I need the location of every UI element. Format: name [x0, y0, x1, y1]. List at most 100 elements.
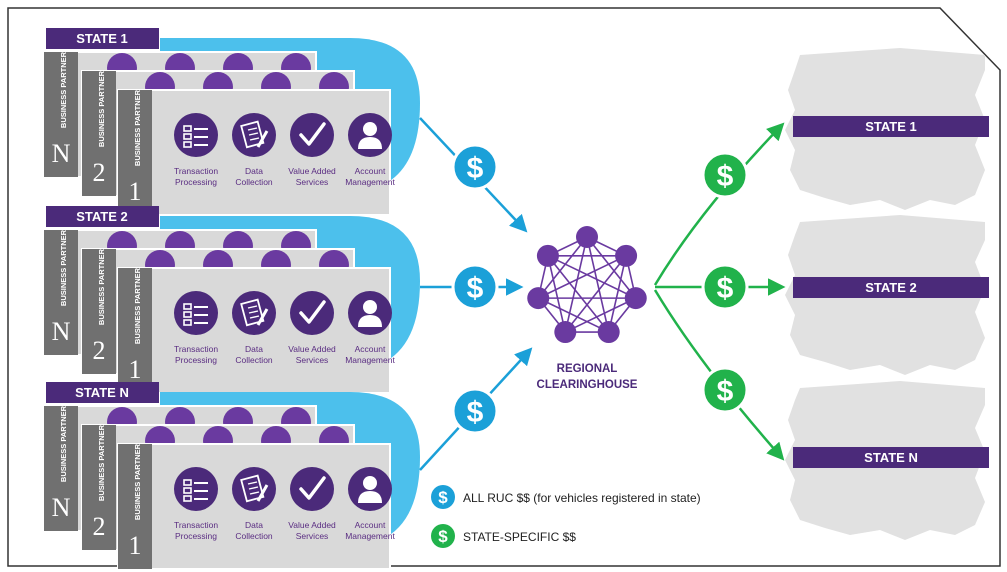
transaction-processing-icon — [174, 467, 218, 511]
blue-dollar-coins: $ $ $ — [451, 143, 499, 435]
dollar-symbol: $ — [717, 272, 734, 305]
service-label-line2: Processing — [175, 177, 217, 187]
left-state-label: STATE 2 — [76, 209, 128, 224]
left-state-label: STATE N — [75, 385, 129, 400]
service-label-line1: Transaction — [174, 166, 218, 176]
service-label-line2: Collection — [235, 177, 273, 187]
hub-node — [624, 287, 647, 310]
left-state-banner — [46, 28, 159, 49]
service-label-line1: Value Added — [288, 344, 336, 354]
hub-connection — [547, 255, 610, 333]
hub-connection — [547, 255, 637, 299]
value-added-services-icon — [290, 467, 334, 511]
partner-card-tab — [82, 71, 116, 196]
dollar-symbol: $ — [438, 488, 448, 507]
partner-number: N — [52, 139, 71, 168]
right-state-label: STATE 1 — [865, 119, 917, 134]
service-label-line2: Management — [345, 177, 395, 187]
state-group: STATE N BUSINESS PARTNER N BUSINESS PARTNER… — [43, 382, 420, 570]
partner-label: BUSINESS PARTNER — [59, 51, 68, 128]
service-label-line2: Services — [296, 531, 329, 541]
service-label-line2: Processing — [175, 355, 217, 365]
partner-number: 1 — [129, 355, 142, 384]
hub-node — [536, 244, 559, 267]
blue-dollar-icon: $ — [451, 387, 499, 435]
data-collection-icon — [232, 113, 276, 157]
partner-label: BUSINESS PARTNER — [59, 229, 68, 306]
dollar-symbol: $ — [467, 272, 484, 305]
service-label-line2: Management — [345, 531, 395, 541]
hub-connection — [547, 255, 567, 333]
service-label-line2: Collection — [235, 355, 273, 365]
regional-clearinghouse-hub: REGIONAL CLEARINGHOUSE — [527, 226, 647, 391]
state-group: STATE 1 BUSINESS PARTNER N BUSINESS PARTNER… — [43, 28, 420, 216]
hub-connection — [586, 236, 637, 299]
transaction-processing-icon — [174, 113, 218, 157]
hub-label-line1: REGIONAL — [557, 363, 618, 375]
service-label-line2: Services — [296, 355, 329, 365]
left-state-banner — [46, 382, 159, 403]
service-label-line1: Value Added — [288, 520, 336, 530]
left-groups: STATE 1 BUSINESS PARTNER N BUSINESS PARTNER… — [43, 28, 420, 570]
hub-node — [554, 321, 577, 344]
legend-text-blue: ALL RUC $$ (for vehicles registered in s… — [463, 491, 701, 505]
account-management-icon — [348, 291, 392, 335]
hub-connection — [537, 255, 627, 299]
right-state-banner: STATE N — [793, 447, 989, 468]
service-label-line1: Transaction — [174, 344, 218, 354]
hub-network-icon — [527, 226, 647, 344]
hub-node — [527, 287, 550, 310]
partner-card-tab — [118, 268, 152, 393]
hub-connection — [537, 297, 610, 333]
left-state-label: STATE 1 — [76, 31, 128, 46]
right-state-label: STATE N — [864, 450, 918, 465]
partner-card-tab — [44, 406, 78, 531]
hub-label-line2: CLEARINGHOUSE — [537, 379, 638, 391]
partner-label: BUSINESS PARTNER — [59, 405, 68, 482]
partner-card-tab — [82, 425, 116, 550]
dollar-symbol: $ — [717, 160, 734, 193]
legend-item-blue: $ ALL RUC $$ (for vehicles registered in… — [431, 485, 701, 509]
service-label-line1: Account — [355, 520, 386, 530]
service-label-line1: Data — [245, 344, 263, 354]
hub-node — [615, 244, 638, 267]
service-label-line1: Value Added — [288, 166, 336, 176]
partner-label: BUSINESS PARTNER — [97, 70, 106, 147]
right-state-banners: STATE 1 STATE 2 STATE N — [793, 116, 989, 468]
partner-number: 1 — [129, 177, 142, 206]
green-dollar-icon: $ — [701, 151, 749, 199]
hub-connection — [586, 236, 610, 333]
green-dollar-icon: $ — [701, 263, 749, 311]
partner-card-tab — [118, 90, 152, 215]
dollar-symbol: $ — [467, 396, 484, 429]
partner-number: N — [52, 493, 71, 522]
arrow-hub-to-state1 — [653, 122, 785, 286]
partner-label: BUSINESS PARTNER — [97, 424, 106, 501]
service-label-line2: Management — [345, 355, 395, 365]
data-collection-icon — [232, 291, 276, 335]
partner-label: BUSINESS PARTNER — [133, 267, 142, 344]
service-label-line1: Account — [355, 344, 386, 354]
partner-number: 2 — [93, 158, 106, 187]
hub-node — [576, 226, 598, 248]
hub-connection — [537, 236, 588, 299]
partner-number: 2 — [93, 336, 106, 365]
green-dollar-coins: $ $ $ — [701, 151, 749, 414]
partner-card-tab — [118, 444, 152, 569]
arrow-hub-to-stateN — [653, 289, 785, 461]
account-management-icon — [348, 467, 392, 511]
dollar-symbol: $ — [717, 375, 734, 408]
data-collection-icon — [232, 467, 276, 511]
service-label-line1: Data — [245, 166, 263, 176]
partner-card-tab — [82, 249, 116, 374]
partner-number: 2 — [93, 512, 106, 541]
